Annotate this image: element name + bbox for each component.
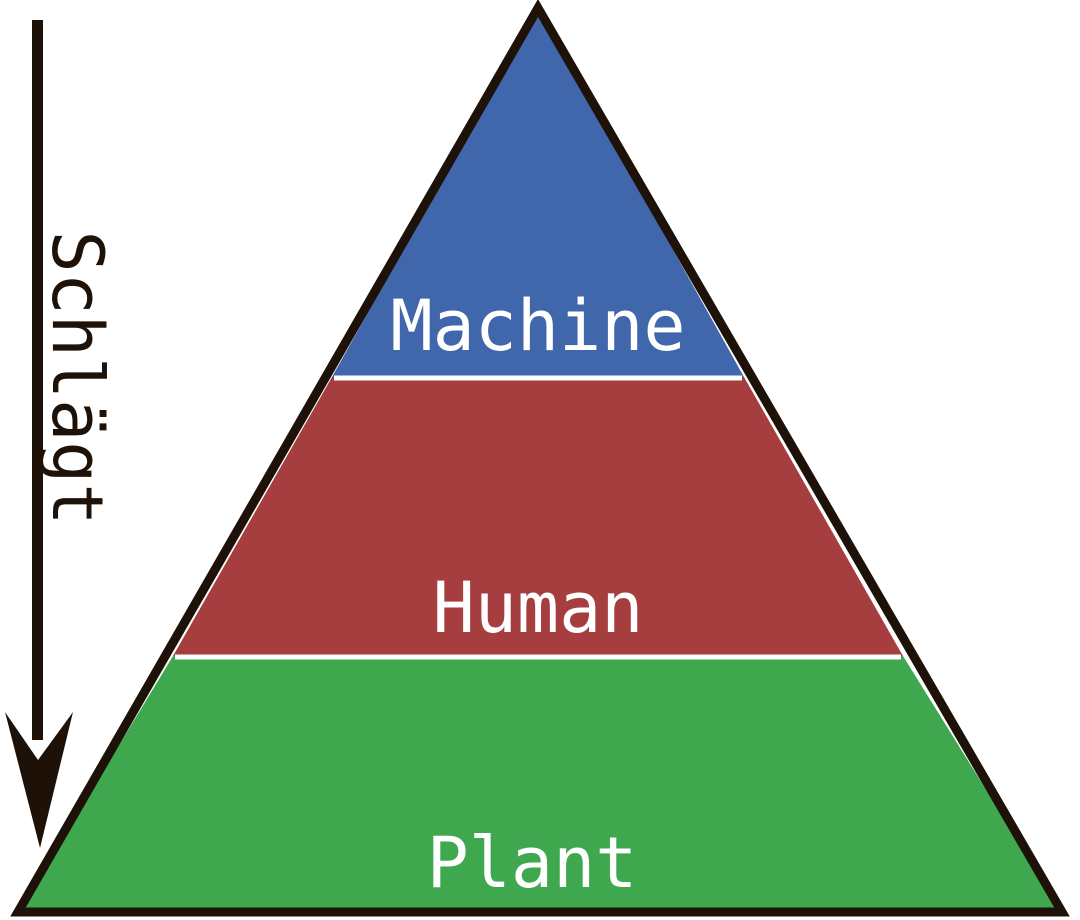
pyramid-outline xyxy=(10,0,1070,917)
tier-label-human: Human xyxy=(433,567,644,649)
tier-label-machine: Machine xyxy=(390,285,685,367)
tier-label-plant: Plant xyxy=(427,822,638,904)
arrow-label: Schlägt xyxy=(36,230,118,525)
tier-human xyxy=(173,377,903,656)
tier-plant xyxy=(18,656,1062,912)
arrow-shaft xyxy=(32,20,43,740)
tier-machine xyxy=(332,8,744,377)
arrow-head-icon xyxy=(5,712,73,848)
